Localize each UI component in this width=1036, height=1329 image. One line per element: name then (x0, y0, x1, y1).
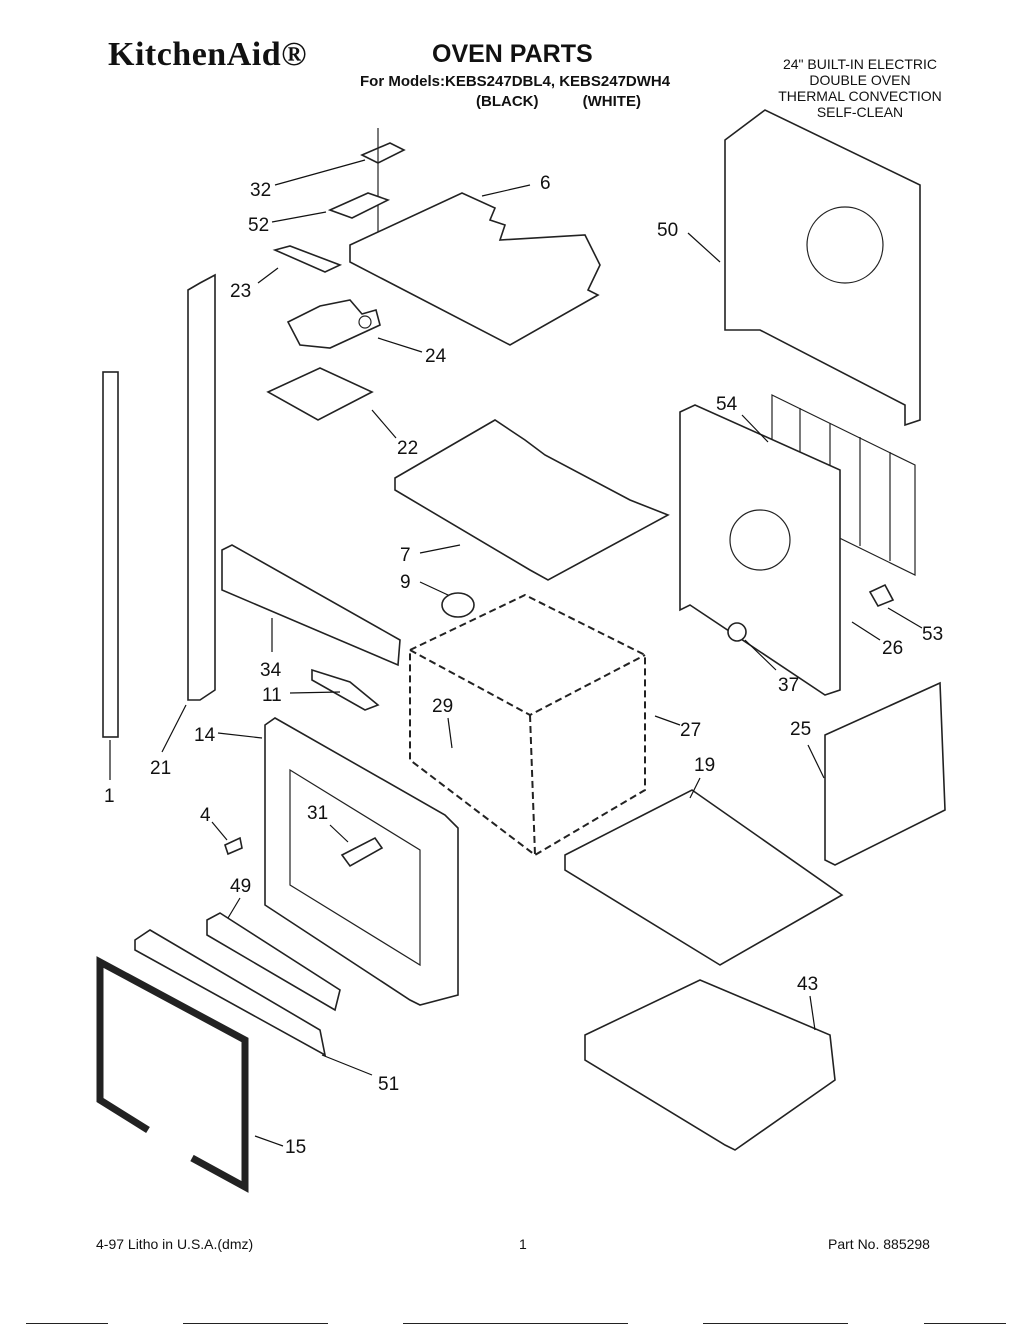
callout-52: 52 (248, 215, 269, 236)
product-description: 24" BUILT-IN ELECTRIC DOUBLE OVEN THERMA… (760, 56, 960, 120)
callout-21: 21 (150, 758, 171, 779)
callout-26: 26 (882, 638, 903, 659)
callout-49: 49 (230, 876, 251, 897)
part-1 (102, 371, 119, 738)
callout-22: 22 (397, 438, 418, 459)
callout-15: 15 (285, 1137, 306, 1158)
callout-19: 19 (694, 755, 715, 776)
part-53 (868, 583, 895, 608)
part-25 (824, 681, 946, 866)
part-4 (224, 836, 243, 856)
callout-labels: 32 6 52 50 23 24 22 54 7 9 34 11 29 14 4… (104, 173, 943, 1158)
callout-53: 53 (922, 624, 943, 645)
page-title: OVEN PARTS (432, 40, 593, 68)
description-line: DOUBLE OVEN (809, 72, 911, 88)
part-52 (327, 192, 391, 219)
callout-43: 43 (797, 974, 818, 995)
part-number: Part No. 885298 (828, 1236, 930, 1252)
part-31 (340, 836, 384, 868)
callout-31: 31 (307, 803, 328, 824)
callout-7: 7 (400, 545, 411, 566)
callout-24: 24 (425, 346, 447, 367)
variant-black: (BLACK) (476, 93, 539, 110)
part-23 (272, 245, 343, 273)
part-22 (266, 367, 374, 421)
callout-14: 14 (194, 725, 216, 746)
callout-54: 54 (716, 394, 738, 415)
part-19 (564, 789, 844, 966)
callout-4: 4 (200, 805, 211, 826)
callout-1: 1 (104, 786, 115, 807)
description-line: THERMAL CONVECTION (778, 88, 942, 104)
part-6 (349, 192, 601, 346)
callout-25: 25 (790, 719, 811, 740)
part-26 (679, 404, 841, 696)
model-variants: (BLACK) (WHITE) (476, 93, 681, 110)
part-49 (206, 912, 341, 1012)
callout-50: 50 (657, 220, 678, 241)
part-7 (394, 419, 670, 581)
page-number: 1 (519, 1236, 527, 1252)
part-24 (286, 299, 381, 349)
part-50 (724, 109, 921, 427)
leader-lines (109, 159, 923, 1147)
part-43 (584, 979, 836, 1151)
callout-11: 11 (262, 685, 282, 706)
litho-note: 4-97 Litho in U.S.A.(dmz) (96, 1236, 254, 1252)
callout-51: 51 (378, 1074, 399, 1095)
cut-line (403, 1323, 628, 1324)
kitchenaid-logo: KitchenAid® (108, 36, 308, 73)
description-line: 24" BUILT-IN ELECTRIC (782, 56, 938, 72)
callout-9: 9 (400, 572, 411, 593)
callout-34: 34 (260, 660, 282, 681)
callout-32: 32 (250, 180, 271, 201)
part-21 (187, 273, 216, 701)
part-51 (134, 929, 327, 1057)
callout-6: 6 (540, 173, 551, 194)
part-37 (727, 622, 747, 642)
description-line: SELF-CLEAN (816, 104, 904, 120)
part-15 (96, 956, 249, 1193)
cut-line (26, 1323, 108, 1324)
part-11 (311, 668, 380, 711)
callout-37: 37 (778, 675, 799, 696)
models-line: For Models:KEBS247DBL4, KEBS247DWH4 (360, 73, 671, 90)
part-9 (441, 592, 475, 618)
part-14 (264, 717, 459, 1006)
part-27 (409, 593, 646, 857)
callout-27: 27 (680, 720, 701, 741)
callout-23: 23 (230, 281, 251, 302)
cut-line (703, 1323, 848, 1324)
cut-line (183, 1323, 328, 1324)
variant-white: (WHITE) (582, 93, 641, 110)
part-34 (221, 544, 401, 667)
cut-line (924, 1323, 1006, 1324)
callout-29: 29 (432, 696, 453, 717)
